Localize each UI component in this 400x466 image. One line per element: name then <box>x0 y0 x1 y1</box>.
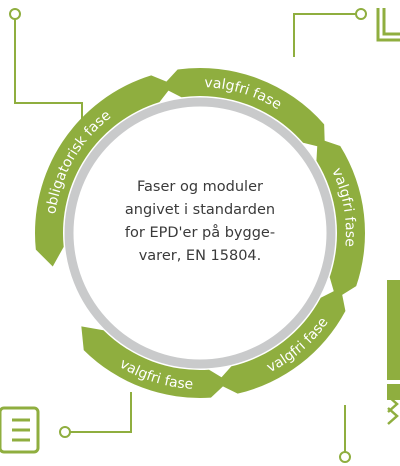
arrow-icon <box>385 280 400 425</box>
center-text-line-4: varer, EN 15804. <box>138 248 262 264</box>
inner-ring <box>64 97 336 369</box>
connector-node-bottom-left <box>59 426 71 438</box>
connector-lines <box>9 8 367 463</box>
connector-node-top-right <box>355 8 367 20</box>
connector-top-left <box>14 14 83 123</box>
phase-segment <box>316 138 365 299</box>
connector-bottom-left <box>70 392 132 433</box>
phase-segment <box>81 326 229 398</box>
center-text-line-2: angivet i standarden <box>124 202 276 218</box>
phase-segment <box>161 67 325 149</box>
center-description: Faser og moduler angivet i standarden fo… <box>122 176 278 268</box>
center-text-line-1: Faser og moduler <box>137 179 263 195</box>
phase-segment <box>216 287 346 394</box>
connector-top-right <box>293 13 356 57</box>
connector-node-bottom-right <box>339 451 351 463</box>
phase-segment <box>34 75 174 267</box>
ladder-icon <box>376 8 400 42</box>
document-icon <box>0 406 40 454</box>
center-text-line-3: for EPD'er på bygge- <box>124 225 276 241</box>
connector-node-top-left <box>9 8 21 20</box>
